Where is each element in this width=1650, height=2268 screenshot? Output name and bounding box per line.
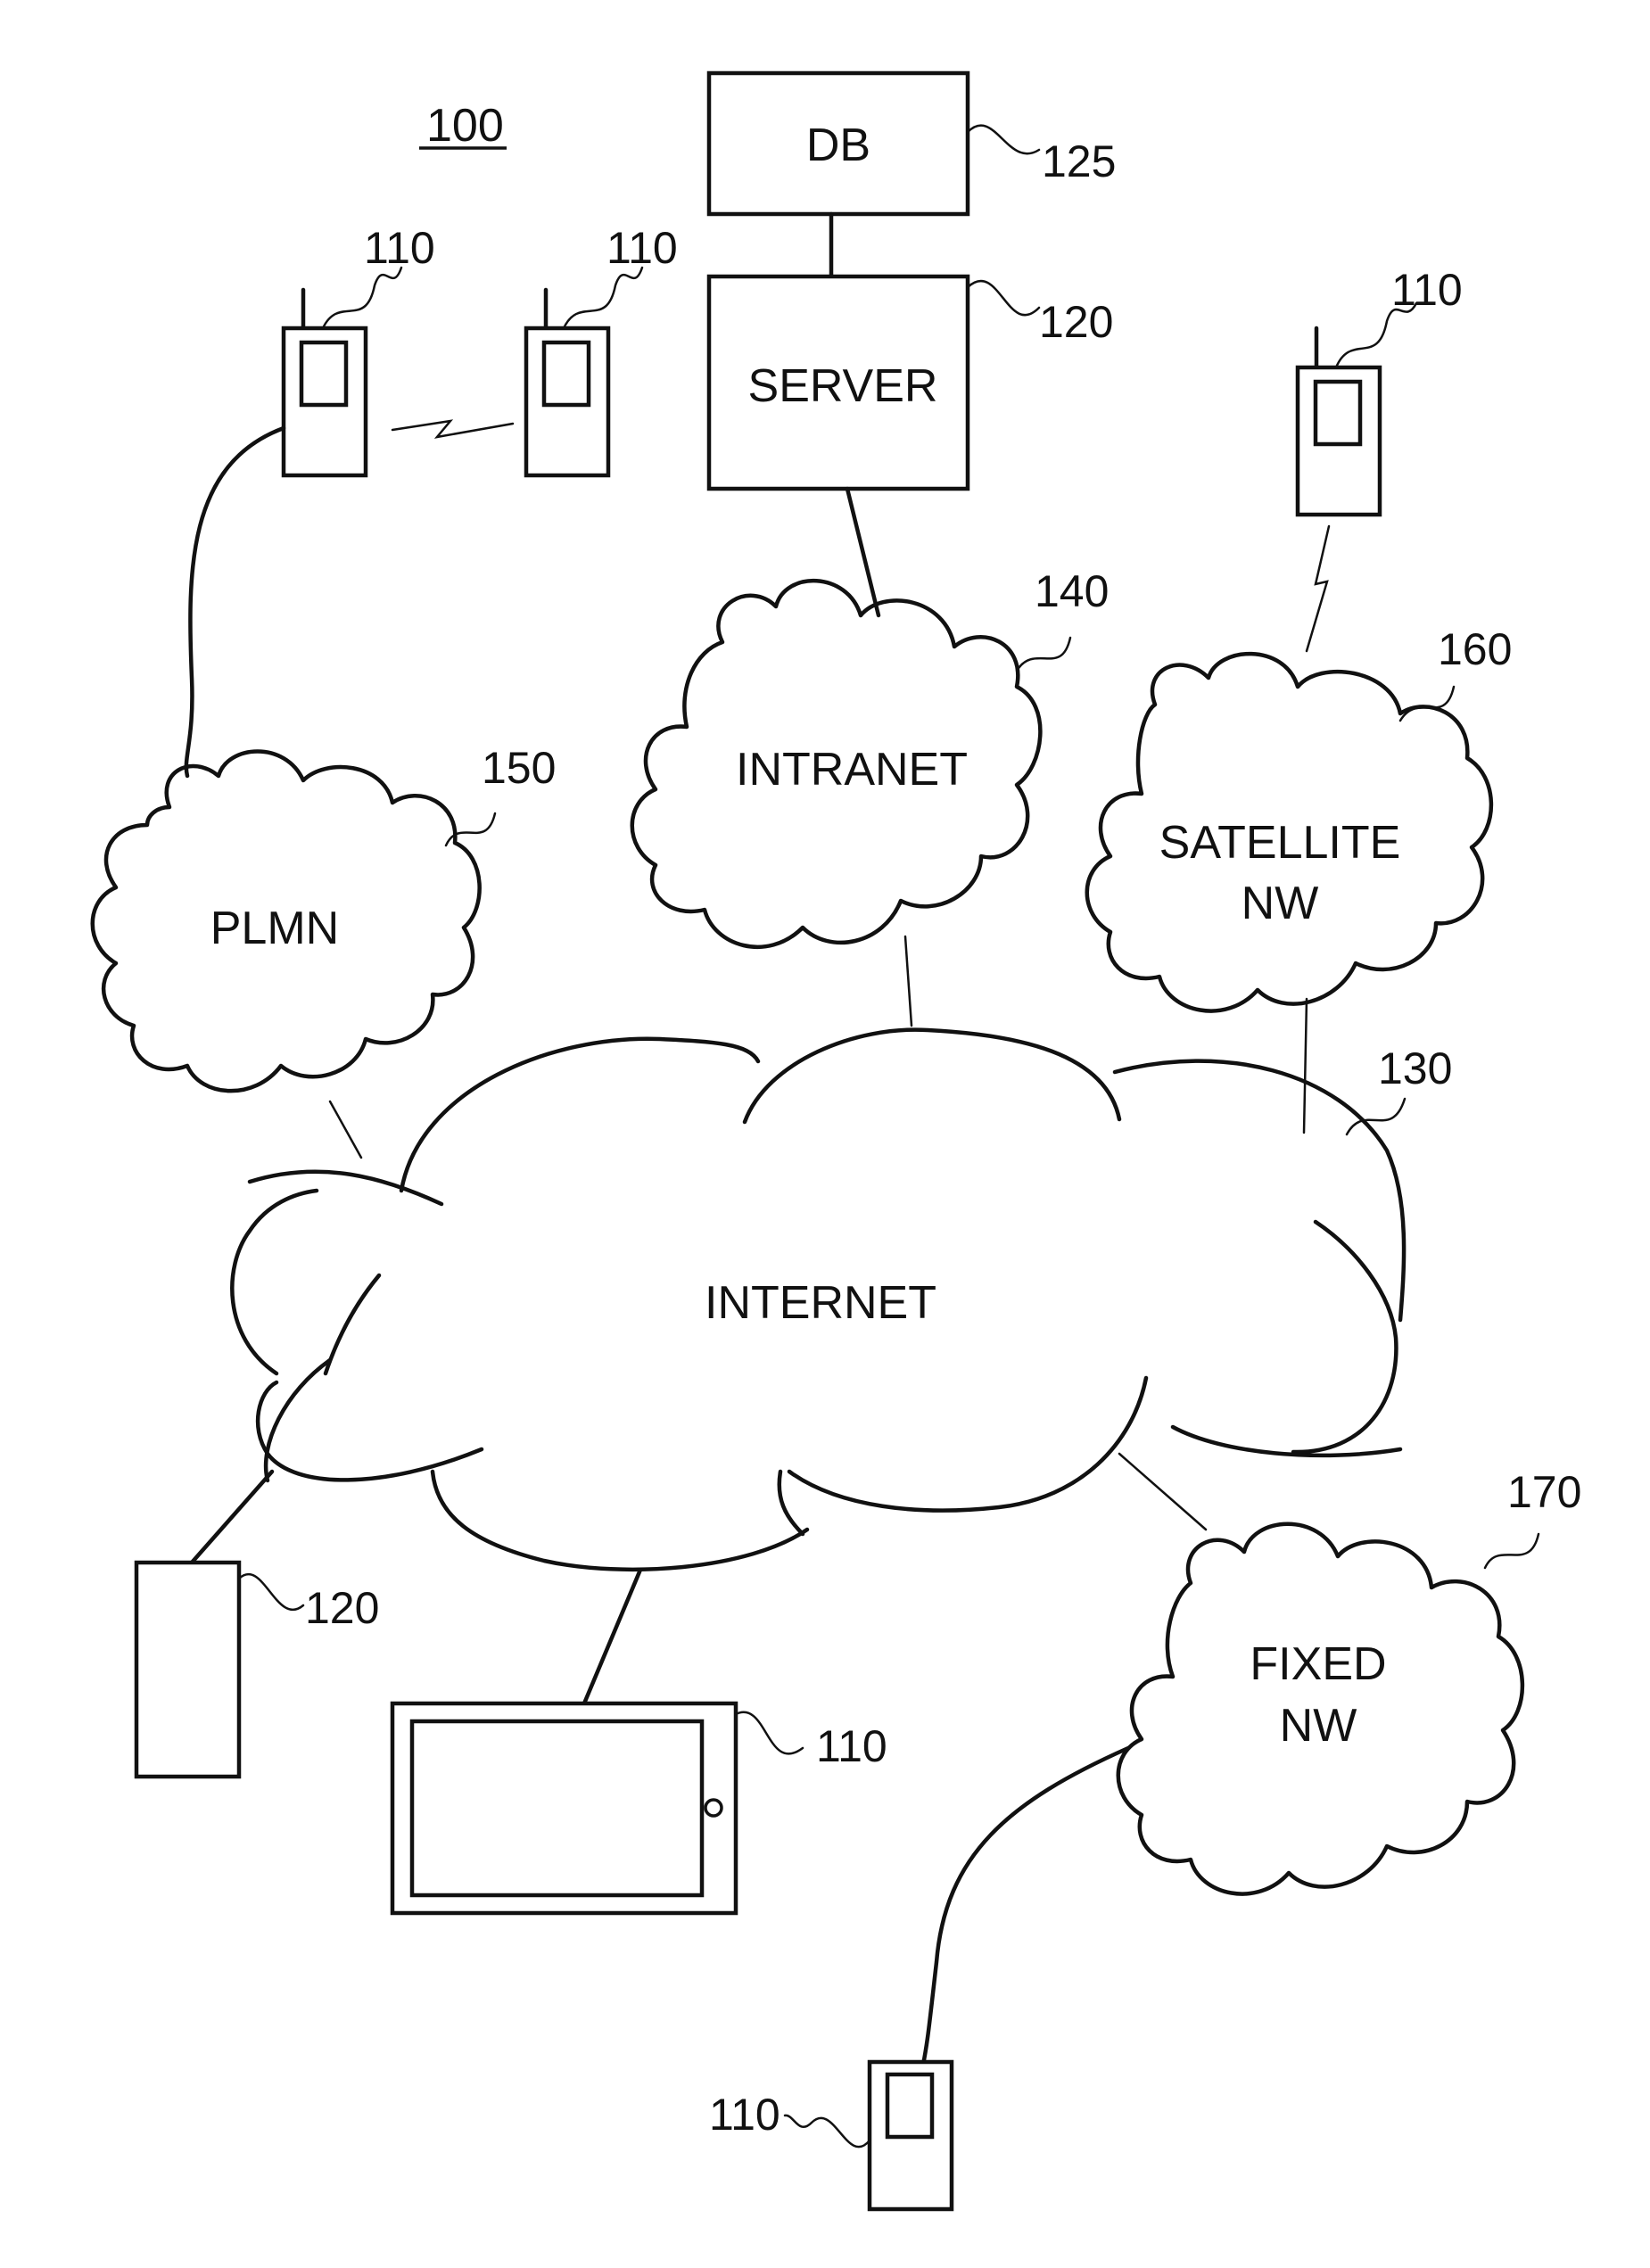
db-box: DB — [709, 73, 968, 214]
phone-sat-ref: 110 — [1391, 265, 1463, 315]
internet-ref-leader — [1347, 1099, 1405, 1134]
server-ref: 120 — [1039, 297, 1113, 347]
mobile-phone-middle — [526, 290, 608, 475]
satellite-ref-leader — [1400, 687, 1454, 721]
satellite-ref: 160 — [1438, 624, 1512, 674]
mobile-phone-satellite — [1298, 328, 1380, 515]
fixed-label-line2: NW — [1280, 1700, 1357, 1752]
fixed-ref: 170 — [1507, 1467, 1581, 1517]
internet-label: INTERNET — [705, 1277, 936, 1329]
tablet-device — [392, 1703, 736, 1913]
server-label: SERVER — [748, 360, 938, 412]
mobile-phone-left — [284, 290, 366, 475]
server-bottom-ref-leader — [239, 1574, 303, 1610]
tablet-ref-leader — [736, 1712, 803, 1754]
phone-bottom-ref-leader — [785, 2115, 870, 2147]
phone-wireless-link — [392, 421, 513, 437]
internet-ref: 130 — [1378, 1043, 1452, 1093]
intranet-cloud: INTRANET — [632, 581, 1041, 947]
phone-bottom-ref: 110 — [709, 2090, 780, 2140]
phone-middle-ref: 110 — [606, 223, 678, 273]
phone-plmn-link — [186, 428, 284, 776]
db-ref-leader — [968, 126, 1039, 154]
internet-cloud: INTERNET — [232, 1030, 1404, 1570]
server-box: SERVER — [709, 276, 968, 489]
satellite-wireless-link — [1307, 526, 1329, 651]
phone-left-ref-leader — [323, 268, 401, 328]
satellite-label-line2: NW — [1242, 878, 1319, 929]
intranet-label: INTRANET — [736, 744, 968, 796]
fixed-label-line1: FIXED — [1250, 1638, 1386, 1690]
mobile-phone-bottom — [870, 2062, 952, 2209]
plmn-ref: 150 — [482, 743, 556, 793]
satellite-label-line1: SATELLITE — [1159, 817, 1401, 869]
fixed-ref-leader — [1485, 1534, 1539, 1568]
server-bottom-ref: 120 — [305, 1583, 379, 1633]
intranet-ref-leader — [1017, 638, 1070, 671]
plmn-internet-link — [330, 1101, 361, 1158]
intranet-ref: 140 — [1035, 566, 1109, 616]
figure-number: 100 — [426, 100, 504, 152]
plmn-label: PLMN — [210, 903, 339, 954]
fixed-phone-link — [923, 1748, 1128, 2065]
fixed-cloud: FIXED NW — [1118, 1524, 1522, 1894]
internet-tablet-link — [584, 1570, 640, 1703]
db-label: DB — [806, 120, 870, 171]
phone-middle-ref-leader — [564, 268, 642, 328]
server-ref-leader — [968, 281, 1039, 315]
intranet-internet-link — [905, 936, 912, 1026]
tablet-ref: 110 — [816, 1721, 887, 1771]
satellite-internet-link — [1304, 999, 1307, 1133]
internet-fixed-link — [1119, 1454, 1206, 1530]
db-ref: 125 — [1042, 136, 1116, 186]
plmn-cloud: PLMN — [93, 752, 480, 1092]
phone-left-ref: 110 — [364, 223, 435, 273]
server-box-bottom — [136, 1563, 239, 1777]
internet-server-link — [192, 1472, 272, 1563]
